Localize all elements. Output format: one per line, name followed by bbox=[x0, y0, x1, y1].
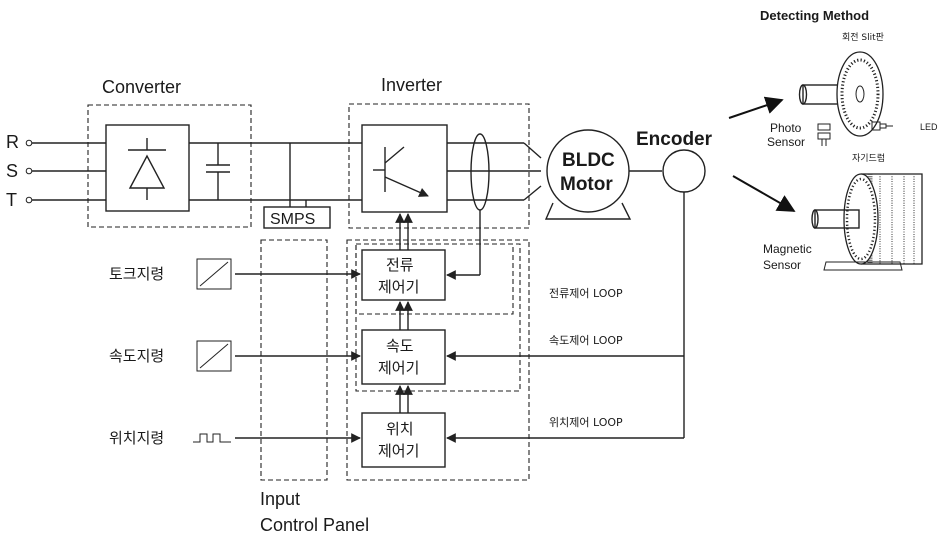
converter-label: Converter bbox=[102, 77, 181, 97]
current-feedback bbox=[446, 210, 481, 280]
magnetic-drum-label: 자기드럼 bbox=[852, 152, 885, 164]
current-loop-label: 전류제어 LOOP bbox=[549, 287, 623, 300]
motor-label-line1: BLDC bbox=[562, 150, 615, 171]
position-loop-label: 위치제어 LOOP bbox=[549, 416, 623, 429]
current-controller-line2: 제어기 bbox=[378, 278, 419, 296]
input-panel-label-line2: Control Panel bbox=[260, 515, 369, 535]
smps-block: SMPS bbox=[263, 206, 331, 229]
magnetic-sensor-line1: Magnetic bbox=[763, 242, 812, 256]
loop-labels: 전류제어 LOOP 속도제어 LOOP 위치제어 LOOP bbox=[549, 287, 623, 429]
position-controller-line2: 제어기 bbox=[378, 442, 419, 460]
smps-label: SMPS bbox=[270, 211, 315, 228]
magnetic-sensor-line2: Sensor bbox=[763, 258, 801, 272]
photo-sensor-line2: Sensor bbox=[767, 135, 805, 149]
phase-r-label: R bbox=[6, 132, 19, 152]
photo-sensor-line1: Photo bbox=[770, 121, 802, 135]
encoder-label: Encoder bbox=[636, 129, 713, 150]
phase-s-label: S bbox=[6, 161, 18, 181]
inverter-block: Inverter bbox=[348, 75, 530, 229]
speed-command: 속도지령 bbox=[109, 340, 361, 372]
slit-disk-label: 회전 Slit판 bbox=[842, 32, 884, 43]
dc-bus bbox=[189, 142, 362, 207]
slit-disk-illustration bbox=[798, 51, 884, 137]
motor-feed bbox=[523, 142, 542, 201]
photo-arrow bbox=[728, 96, 784, 119]
detecting-title: Detecting Method bbox=[760, 8, 869, 23]
magnetic-drum-illustration bbox=[811, 173, 923, 271]
pulse-train-icon bbox=[193, 433, 231, 443]
encoder: Encoder bbox=[636, 129, 713, 438]
encoder-feedback bbox=[446, 351, 684, 443]
torque-command: 토크지령 bbox=[109, 258, 361, 290]
position-command: 위치지령 bbox=[109, 429, 361, 447]
phase-inputs: R S T bbox=[6, 132, 106, 210]
motor-label-line2: Motor bbox=[560, 174, 613, 195]
speed-command-label: 속도지령 bbox=[109, 347, 164, 365]
current-controller-line1: 전류 bbox=[386, 256, 414, 274]
input-control-panel: Input Control Panel bbox=[260, 239, 369, 535]
position-command-label: 위치지령 bbox=[109, 429, 164, 447]
bldc-motor: BLDC Motor bbox=[544, 129, 662, 220]
phase-t-label: T bbox=[6, 190, 17, 210]
converter-block: Converter bbox=[87, 77, 252, 228]
magnetic-arrow bbox=[732, 175, 796, 212]
position-controller-line1: 위치 bbox=[386, 420, 414, 438]
controllers-column: 전류 제어기 속도 제어기 위치 제어기 bbox=[346, 213, 530, 481]
photo-sensor-icon bbox=[817, 123, 831, 146]
detecting-method: Detecting Method 회전 Slit판 Photo Sensor L… bbox=[728, 8, 938, 272]
speed-controller-line1: 속도 bbox=[386, 337, 414, 355]
speed-loop-label: 속도제어 LOOP bbox=[549, 334, 623, 347]
led-icon bbox=[871, 121, 893, 131]
input-panel-label-line1: Input bbox=[260, 489, 300, 509]
inverter-label: Inverter bbox=[381, 75, 442, 95]
speed-controller-line2: 제어기 bbox=[378, 359, 419, 377]
torque-command-label: 토크지령 bbox=[109, 265, 164, 283]
led-label: LED bbox=[920, 122, 938, 132]
